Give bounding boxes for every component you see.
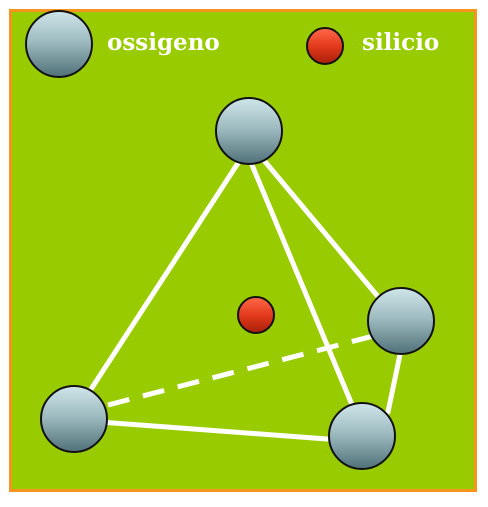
oxygen-atom-left [40,385,108,453]
legend-oxygen-label: ossigeno [107,29,220,56]
edge-left-bottom-right [97,419,343,443]
oxygen-atom-right [367,287,435,355]
oxygen-atom-bottom-right [328,402,396,470]
legend-silicon-atom [306,27,344,65]
edge-top-left [81,157,243,403]
edge-left-right-hidden [107,330,386,408]
silicon-atom [237,296,275,334]
legend-silicon-label: silicio [362,29,440,56]
edge-top-right [259,155,388,308]
bond-lines [81,155,405,443]
oxygen-atom-top [215,97,283,165]
edge-top-bottom-right [247,157,358,415]
edge-right-bottom-right [385,342,405,415]
legend-oxygen-atom [25,10,93,78]
